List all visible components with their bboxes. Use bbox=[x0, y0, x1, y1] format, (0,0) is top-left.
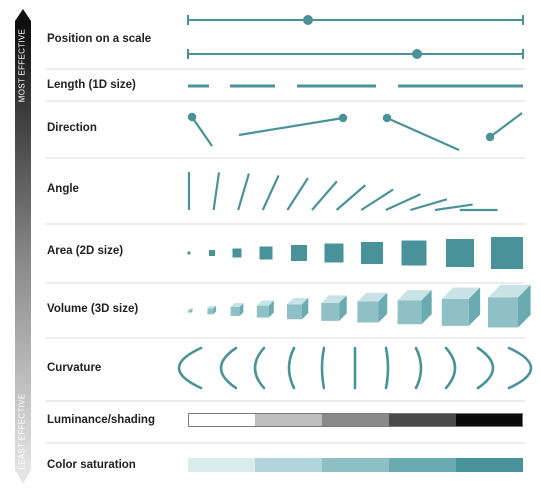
curve-4 bbox=[320, 346, 326, 390]
area-square-7 bbox=[401, 240, 427, 266]
curve-8 bbox=[444, 346, 457, 390]
label-curvature: Curvature bbox=[47, 362, 102, 374]
angle-line-3 bbox=[261, 174, 280, 211]
label-length: Length (1D size) bbox=[47, 79, 136, 91]
cube-side-1 bbox=[213, 305, 216, 315]
cube-front-0 bbox=[188, 309, 192, 313]
cube-side-9 bbox=[518, 284, 531, 328]
cube-side-2 bbox=[239, 303, 244, 316]
angle-line-7 bbox=[360, 188, 394, 211]
angle-line-8 bbox=[385, 193, 421, 212]
cube-top-3 bbox=[256, 300, 274, 306]
direction-line-1 bbox=[238, 116, 344, 137]
label-luminance: Luminance/shading bbox=[47, 414, 155, 426]
luminance-bar-outline bbox=[188, 413, 523, 427]
saturation-step-0 bbox=[188, 458, 255, 472]
label-position: Position on a scale bbox=[47, 33, 152, 45]
direction-dot-2 bbox=[382, 113, 392, 123]
label-volume: Volume (3D size) bbox=[47, 303, 139, 315]
area-square-0 bbox=[187, 251, 191, 255]
least-effective-label: LEAST EFFECTIVE bbox=[17, 393, 27, 470]
cube-top-1 bbox=[207, 305, 216, 309]
direction-line-3 bbox=[489, 112, 523, 138]
area-square-8 bbox=[446, 239, 474, 267]
luminance-step-1 bbox=[255, 413, 322, 427]
effectiveness-axis-bar bbox=[15, 21, 31, 470]
luminance-step-3 bbox=[389, 413, 456, 427]
curve-0 bbox=[177, 346, 203, 390]
direction-dot-1 bbox=[338, 113, 348, 123]
cube-top-4 bbox=[287, 297, 309, 305]
area-square-4 bbox=[291, 245, 307, 261]
cube-side-3 bbox=[268, 300, 274, 318]
angle-line-10 bbox=[434, 203, 473, 212]
area-square-9 bbox=[491, 237, 523, 269]
cube-front-4 bbox=[287, 304, 302, 320]
cube-front-3 bbox=[256, 305, 269, 318]
effectiveness-arrow-top bbox=[15, 9, 31, 21]
cube-front-2 bbox=[230, 306, 240, 316]
label-direction: Direction bbox=[47, 122, 97, 134]
cube-top-6 bbox=[357, 292, 388, 302]
area-square-2 bbox=[232, 248, 242, 258]
area-square-1 bbox=[209, 250, 215, 256]
saturation-step-2 bbox=[322, 458, 389, 472]
curve-6 bbox=[384, 346, 390, 390]
angle-line-4 bbox=[286, 177, 309, 211]
effectiveness-arrow-bottom bbox=[15, 470, 31, 484]
curve-1 bbox=[219, 346, 238, 390]
direction-dot-0 bbox=[187, 112, 197, 122]
cube-side-4 bbox=[302, 297, 309, 320]
cube-front-6 bbox=[357, 301, 379, 323]
cube-top-5 bbox=[321, 295, 347, 303]
most-effective-label: MOST EFFECTIVE bbox=[17, 28, 27, 103]
cube-front-8 bbox=[441, 298, 469, 326]
angle-line-1 bbox=[212, 172, 221, 211]
curve-2 bbox=[253, 346, 266, 390]
cube-side-5 bbox=[339, 295, 347, 321]
angle-line-5 bbox=[311, 180, 338, 211]
direction-line-0 bbox=[191, 116, 213, 147]
direction-line-2 bbox=[386, 116, 460, 152]
cube-top-8 bbox=[441, 287, 481, 299]
cube-top-7 bbox=[397, 290, 432, 301]
saturation-step-4 bbox=[456, 458, 523, 472]
angle-line-2 bbox=[237, 173, 250, 211]
cube-front-5 bbox=[321, 302, 340, 321]
curve-10 bbox=[507, 346, 533, 390]
luminance-step-4 bbox=[456, 413, 523, 427]
scale-dot-2 bbox=[412, 49, 422, 59]
cube-top-9 bbox=[488, 284, 531, 298]
cube-front-1 bbox=[207, 308, 214, 315]
cube-side-0 bbox=[191, 308, 193, 313]
curve-9 bbox=[476, 346, 495, 390]
label-saturation: Color saturation bbox=[47, 459, 136, 471]
curve-3 bbox=[287, 346, 296, 390]
angle-line-6 bbox=[335, 184, 367, 211]
cube-top-0 bbox=[188, 308, 193, 310]
cube-front-9 bbox=[488, 297, 518, 328]
area-square-3 bbox=[259, 246, 273, 260]
direction-dot-3 bbox=[485, 132, 495, 142]
saturation-step-3 bbox=[389, 458, 456, 472]
cube-side-7 bbox=[421, 290, 432, 325]
cube-top-2 bbox=[230, 303, 244, 307]
area-square-5 bbox=[324, 243, 344, 263]
scale-dot-1 bbox=[303, 15, 313, 25]
area-square-6 bbox=[361, 242, 383, 264]
saturation-step-1 bbox=[255, 458, 322, 472]
angle-line-9 bbox=[410, 198, 448, 212]
luminance-step-2 bbox=[322, 413, 389, 427]
cube-side-6 bbox=[378, 292, 388, 323]
curve-7 bbox=[414, 346, 423, 390]
cube-front-7 bbox=[397, 300, 422, 325]
luminance-step-0 bbox=[188, 413, 255, 427]
label-area: Area (2D size) bbox=[47, 245, 124, 257]
label-angle: Angle bbox=[47, 183, 79, 195]
cube-side-8 bbox=[468, 287, 481, 326]
